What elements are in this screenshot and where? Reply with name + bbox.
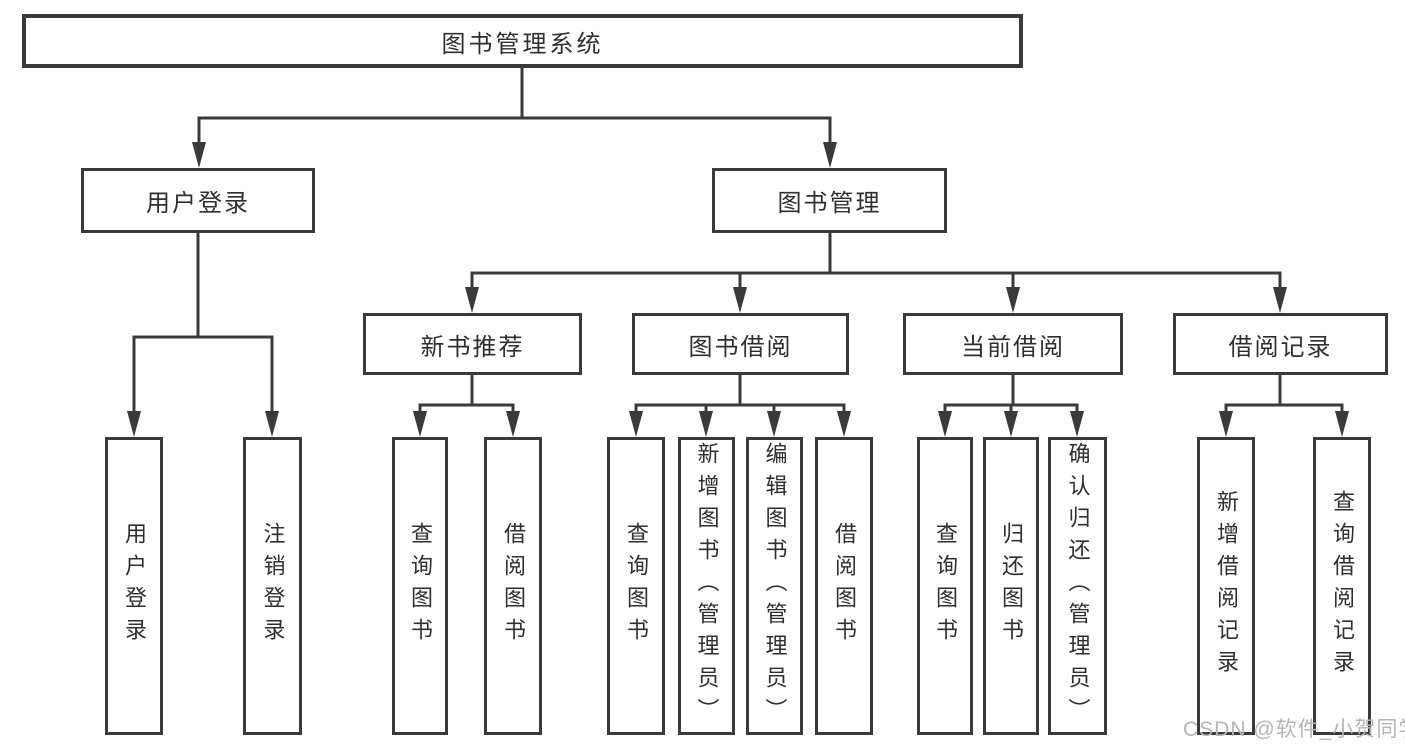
leaf-borrow-books-1-label: 借阅图书 <box>501 522 526 650</box>
leaf-borrow-books-1: 借阅图书 <box>484 437 542 735</box>
leaf-edit-books-admin-label: 编辑图书（管理员） <box>762 442 788 730</box>
leaf-query-books-1-label: 查询图书 <box>408 522 433 650</box>
leaf-logout-label: 注销登录 <box>260 522 286 650</box>
leaf-edit-books-admin: 编辑图书（管理员） <box>746 437 803 735</box>
node-new-book-recommendation: 新书推荐 <box>363 313 582 375</box>
leaf-user-login: 用户登录 <box>105 437 163 735</box>
leaf-query-books-3-label: 查询图书 <box>933 522 958 650</box>
node-book-management-branch: 图书管理 <box>712 168 947 233</box>
leaf-return-books-label: 归还图书 <box>999 522 1024 650</box>
leaf-user-login-label: 用户登录 <box>122 522 147 650</box>
watermark: CSDN @软件_小贺同学 <box>1183 718 1405 741</box>
leaf-logout: 注销登录 <box>243 437 302 735</box>
leaf-query-borrow-record: 查询借阅记录 <box>1313 437 1371 735</box>
leaf-query-books-2: 查询图书 <box>607 437 665 735</box>
leaf-borrow-books-2-label: 借阅图书 <box>832 522 857 650</box>
leaf-query-borrow-record-label: 查询借阅记录 <box>1330 490 1355 682</box>
leaf-confirm-return-admin: 确认归还（管理员） <box>1048 437 1107 735</box>
leaf-borrow-books-2: 借阅图书 <box>815 437 873 735</box>
leaf-query-books-3: 查询图书 <box>917 437 973 735</box>
leaf-add-books-admin-label: 新增图书（管理员） <box>694 442 720 730</box>
node-book-borrowing: 图书借阅 <box>632 313 849 375</box>
leaf-add-borrow-record-label: 新增借阅记录 <box>1214 490 1239 682</box>
leaf-query-books-2-label: 查询图书 <box>624 522 649 650</box>
node-borrowing-records: 借阅记录 <box>1173 313 1388 375</box>
leaf-return-books: 归还图书 <box>983 437 1039 735</box>
node-current-borrowing: 当前借阅 <box>903 313 1123 375</box>
leaf-query-books-1: 查询图书 <box>392 437 448 735</box>
leaf-add-books-admin: 新增图书（管理员） <box>678 437 735 735</box>
node-library-management-system: 图书管理系统 <box>22 14 1023 68</box>
node-user-login-branch: 用户登录 <box>81 168 315 233</box>
leaf-confirm-return-admin-label: 确认归还（管理员） <box>1065 442 1091 730</box>
leaf-add-borrow-record: 新增借阅记录 <box>1197 437 1255 735</box>
